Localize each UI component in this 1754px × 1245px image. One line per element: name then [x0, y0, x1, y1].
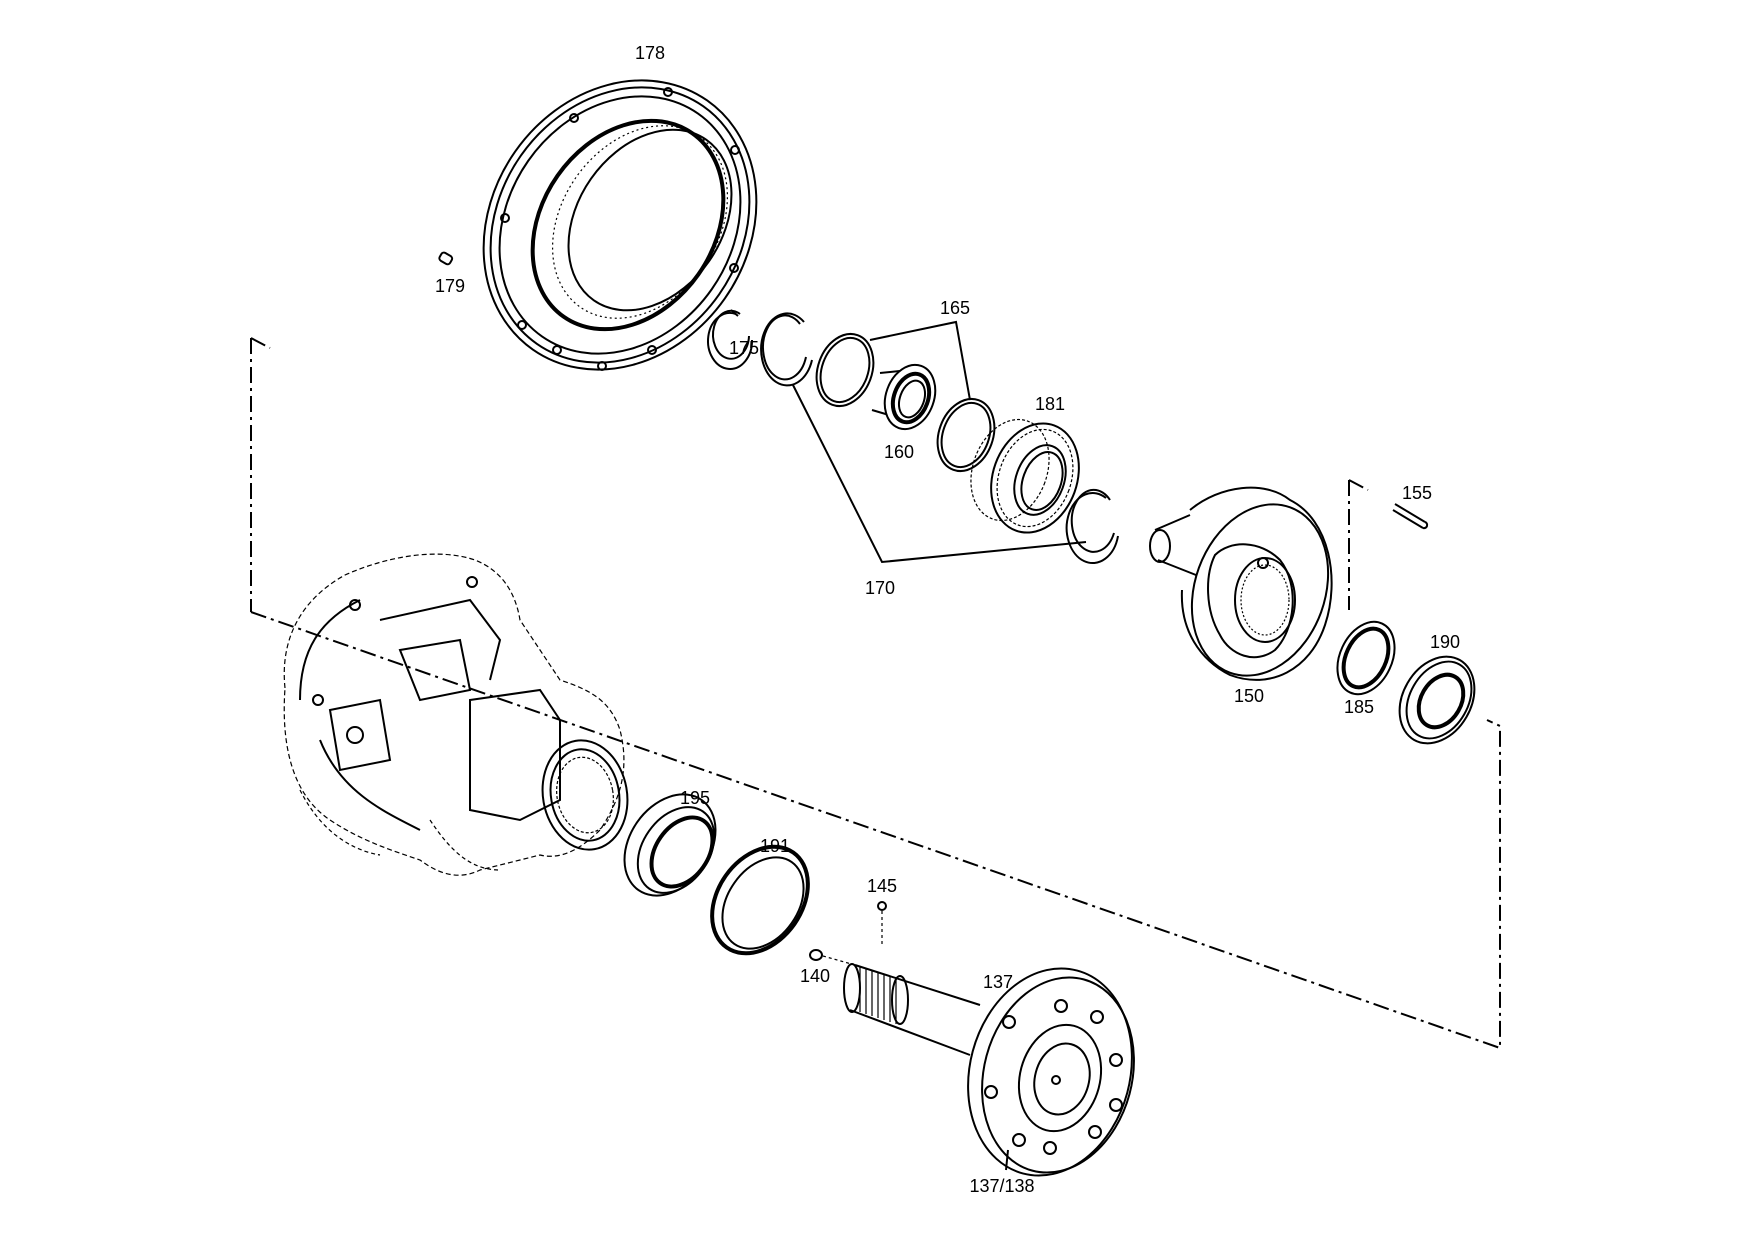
axle-housing — [283, 553, 629, 876]
label-195: 195 — [680, 788, 710, 808]
part-labels: 178 179 175 165 160 181 170 155 150 185 … — [435, 43, 1460, 1196]
label-178: 178 — [635, 43, 665, 63]
part-175-snap-ring — [707, 309, 754, 370]
part-155-pin — [1392, 503, 1429, 530]
assembly-reference-lines — [250, 337, 1501, 1050]
label-150: 150 — [1234, 686, 1264, 706]
label-181: 181 — [1035, 394, 1065, 414]
part-145-stud — [877, 901, 887, 945]
label-140: 140 — [800, 966, 830, 986]
bolt-holes — [500, 87, 740, 371]
label-175: 175 — [729, 338, 759, 358]
part-160-bearing — [871, 363, 937, 431]
part-195-bearing — [623, 793, 717, 897]
flange-bolt-holes — [984, 999, 1123, 1155]
label-170: 170 — [865, 578, 895, 598]
label-179: 179 — [435, 276, 465, 296]
part-165-rings — [815, 333, 996, 472]
part-170-snap-rings — [760, 312, 1119, 565]
part-190-seal — [1398, 655, 1476, 745]
part-137-axle-shaft — [843, 963, 1135, 1177]
label-190: 190 — [1430, 632, 1460, 652]
label-145: 145 — [867, 876, 897, 896]
part-150-planet-carrier — [1149, 486, 1333, 681]
part-178-ring-gear — [482, 79, 758, 371]
part-179-screw — [438, 251, 454, 266]
part-140-plug — [809, 949, 856, 966]
label-191: 191 — [760, 836, 790, 856]
leader-lines — [792, 320, 1087, 1171]
label-137-138: 137/138 — [969, 1176, 1034, 1196]
label-165: 165 — [940, 298, 970, 318]
part-185-nut — [1336, 620, 1396, 696]
label-155: 155 — [1402, 483, 1432, 503]
label-137: 137 — [983, 972, 1013, 992]
part-181-planet-gear — [970, 418, 1080, 534]
part-191-seal-ring — [710, 844, 810, 956]
label-185: 185 — [1344, 697, 1374, 717]
label-160: 160 — [884, 442, 914, 462]
